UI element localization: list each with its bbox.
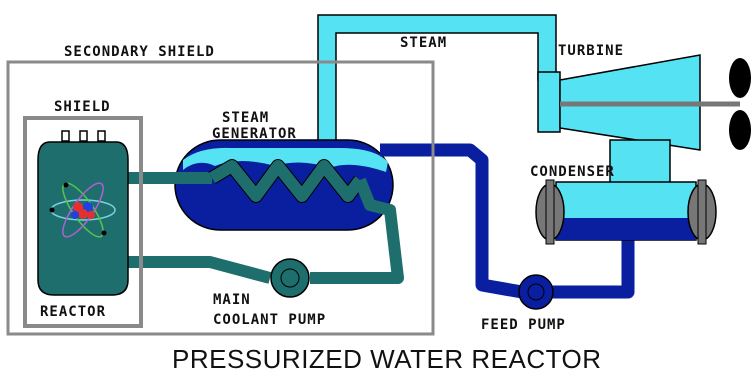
- diagram-title: PRESSURIZED WATER REACTOR: [172, 344, 602, 374]
- shield-outline: [23, 116, 143, 328]
- condenser-label: CONDENSER: [530, 164, 615, 180]
- feed-pump: [518, 274, 554, 310]
- feedwater-line: [380, 143, 635, 299]
- steam-generator-label-2: GENERATOR: [212, 126, 297, 142]
- feed-pump-label: FEED PUMP: [481, 317, 566, 333]
- shield-label: SHIELD: [54, 99, 111, 115]
- secondary-shield-label: SECONDARY SHIELD: [64, 44, 215, 60]
- main-coolant-pump-label-1: MAIN: [213, 292, 251, 308]
- main-coolant-pump-label-2: COOLANT PUMP: [213, 312, 327, 328]
- reactor-label: REACTOR: [40, 304, 107, 320]
- main-coolant-pump: [270, 258, 310, 298]
- steam-label: STEAM: [400, 35, 448, 51]
- steam-generator-label-1: STEAM: [222, 110, 270, 126]
- turbine: [537, 54, 751, 151]
- condenser: [535, 139, 717, 245]
- atom-icon: [49, 182, 116, 238]
- primary-loop: [120, 159, 404, 284]
- secondary-shield-outline: [6, 60, 435, 336]
- turbine-label: TURBINE: [558, 43, 625, 59]
